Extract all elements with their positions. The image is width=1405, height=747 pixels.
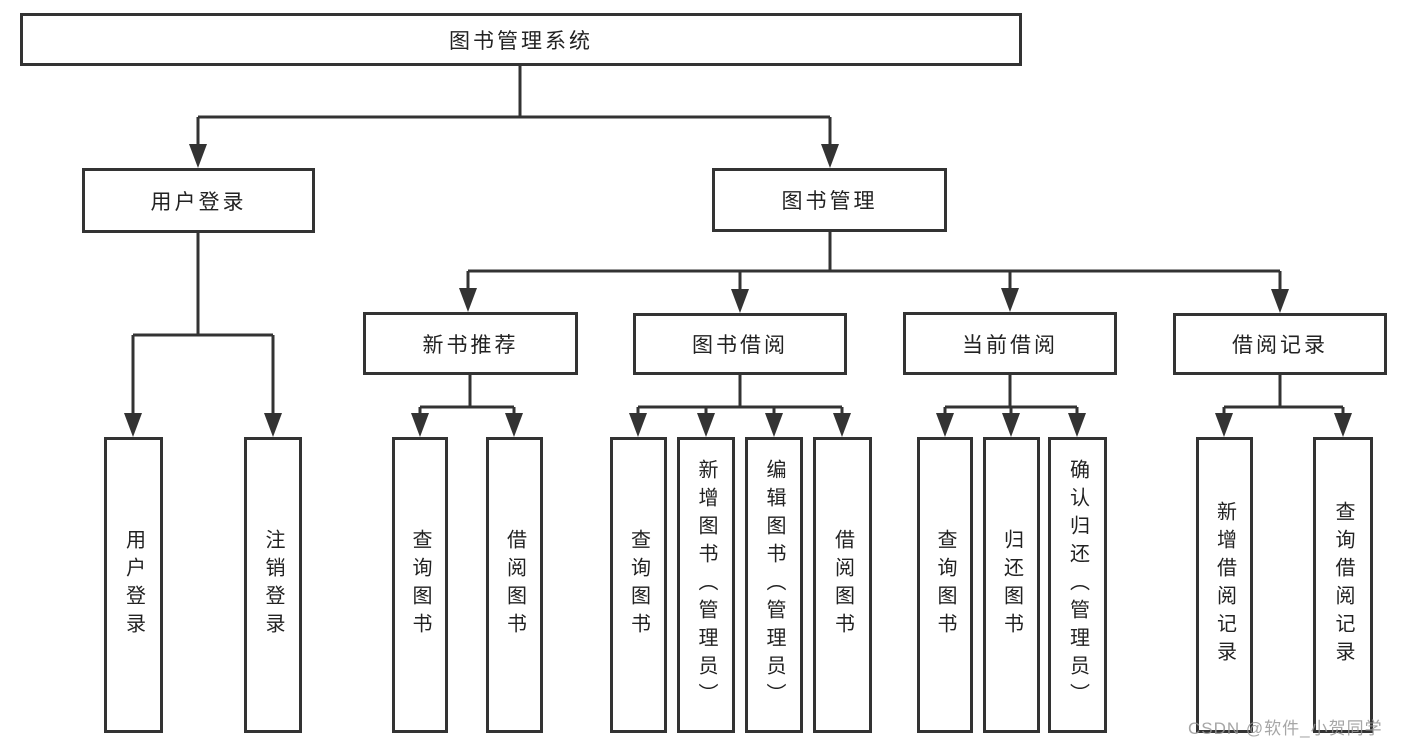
leaf-edit-book-admin-label: 编辑图书（管理员） <box>763 459 785 711</box>
leaf-logout: 注销登录 <box>244 437 302 733</box>
node-user-login-label: 用户登录 <box>150 190 247 214</box>
leaf-query-borrow-record: 查询借阅记录 <box>1313 437 1373 733</box>
node-book-borrow: 图书借阅 <box>633 313 847 375</box>
leaf-add-borrow-record-label: 新增借阅记录 <box>1213 501 1236 669</box>
arrowhead-icon <box>1002 413 1020 437</box>
node-borrow-records-label: 借阅记录 <box>1232 334 1328 357</box>
arrowheads <box>124 144 1352 437</box>
leaf-query-books-current-label: 查询图书 <box>934 529 956 641</box>
connector-user-login <box>131 233 275 419</box>
node-book-borrow-label: 图书借阅 <box>692 334 788 357</box>
arrowhead-icon <box>189 144 207 168</box>
leaf-user-login-label: 用户登录 <box>122 529 145 641</box>
leaf-confirm-return-admin: 确认归还（管理员） <box>1048 437 1107 733</box>
arrowhead-icon <box>1271 289 1289 313</box>
arrowhead-icon <box>411 413 429 437</box>
csdn-watermark: CSDN @软件_小贺同学 <box>1188 719 1383 738</box>
leaf-add-borrow-record: 新增借阅记录 <box>1196 437 1253 733</box>
leaf-query-books-borrow: 查询图书 <box>610 437 667 733</box>
arrowhead-icon <box>1068 413 1086 437</box>
connector-root <box>196 66 832 150</box>
node-current-borrow: 当前借阅 <box>903 312 1117 375</box>
leaf-query-books-recommend-label: 查询图书 <box>409 529 431 641</box>
arrowhead-icon <box>505 413 523 437</box>
arrowhead-icon <box>833 413 851 437</box>
leaf-edit-book-admin: 编辑图书（管理员） <box>745 437 803 733</box>
leaf-query-books-borrow-label: 查询图书 <box>627 529 650 641</box>
leaf-borrow-books-recommend-label: 借阅图书 <box>503 529 526 641</box>
arrowhead-icon <box>936 413 954 437</box>
connector-new-book <box>418 375 516 419</box>
arrowhead-icon <box>1334 413 1352 437</box>
leaf-add-book-admin: 新增图书（管理员） <box>677 437 735 733</box>
arrowhead-icon <box>264 413 282 437</box>
leaf-query-borrow-record-label: 查询借阅记录 <box>1332 501 1354 669</box>
leaf-query-books-current: 查询图书 <box>917 437 973 733</box>
node-book-management-label: 图书管理 <box>781 190 878 213</box>
arrowhead-icon <box>629 413 647 437</box>
leaf-query-books-recommend: 查询图书 <box>392 437 448 733</box>
arrowhead-icon <box>731 289 749 313</box>
leaf-borrow-books-recommend: 借阅图书 <box>486 437 543 733</box>
leaf-return-books-label: 归还图书 <box>1000 529 1023 641</box>
connector-book-management <box>466 232 1282 295</box>
leaf-borrow-books: 借阅图书 <box>813 437 872 733</box>
arrowhead-icon <box>459 288 477 312</box>
leaf-logout-label: 注销登录 <box>262 529 284 641</box>
connector-current-borrow <box>943 375 1079 419</box>
leaf-borrow-books-label: 借阅图书 <box>831 529 854 641</box>
leaf-add-book-admin-label: 新增图书（管理员） <box>695 459 717 711</box>
node-root-system-label: 图书管理系统 <box>449 29 593 53</box>
leaf-user-login: 用户登录 <box>104 437 163 733</box>
node-current-borrow-label: 当前借阅 <box>962 333 1058 357</box>
node-root-system: 图书管理系统 <box>20 13 1022 66</box>
arrowhead-icon <box>124 413 142 437</box>
connector-borrow-records <box>1222 375 1345 419</box>
leaf-confirm-return-admin-label: 确认归还（管理员） <box>1066 459 1089 711</box>
leaf-return-books: 归还图书 <box>983 437 1040 733</box>
node-user-login: 用户登录 <box>82 168 315 233</box>
arrowhead-icon <box>821 144 839 168</box>
connector-book-borrow <box>636 375 844 419</box>
arrowhead-icon <box>765 413 783 437</box>
node-new-book-recommend-label: 新书推荐 <box>422 333 519 357</box>
arrowhead-icon <box>697 413 715 437</box>
arrowhead-icon <box>1215 413 1233 437</box>
node-new-book-recommend: 新书推荐 <box>363 312 578 375</box>
node-borrow-records: 借阅记录 <box>1173 313 1387 375</box>
arrowhead-icon <box>1001 288 1019 312</box>
node-book-management: 图书管理 <box>712 168 947 232</box>
